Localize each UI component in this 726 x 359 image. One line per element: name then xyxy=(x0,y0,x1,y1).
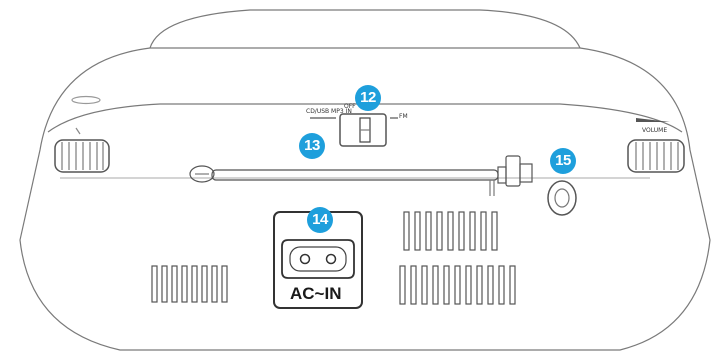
vents-lower-left xyxy=(151,265,228,303)
callout-15: 15 xyxy=(550,148,576,174)
dc-jack xyxy=(547,180,577,216)
volume-label: VOLUME xyxy=(642,127,668,134)
top-logo xyxy=(71,95,101,105)
upper-ridge-line xyxy=(47,103,683,133)
left-knob xyxy=(54,139,110,173)
vents-upper-right xyxy=(403,211,498,251)
vents-lower-right xyxy=(399,265,516,305)
antenna xyxy=(189,155,533,196)
callout-12: 12 xyxy=(355,85,381,111)
ac-in-label: AC~IN xyxy=(290,284,342,303)
top-lid-outline xyxy=(149,9,581,49)
body-outline xyxy=(19,47,711,351)
switch-label-left: CD/USB MP3 IN xyxy=(306,108,352,115)
switch-label-mid: OFF xyxy=(344,103,356,110)
callout-14: 14 xyxy=(307,207,333,233)
right-knob xyxy=(627,139,685,173)
volume-wedge-icon xyxy=(636,118,670,122)
function-switch xyxy=(339,113,387,147)
callout-13: 13 xyxy=(299,133,325,159)
switch-label-right: FM xyxy=(399,113,408,120)
